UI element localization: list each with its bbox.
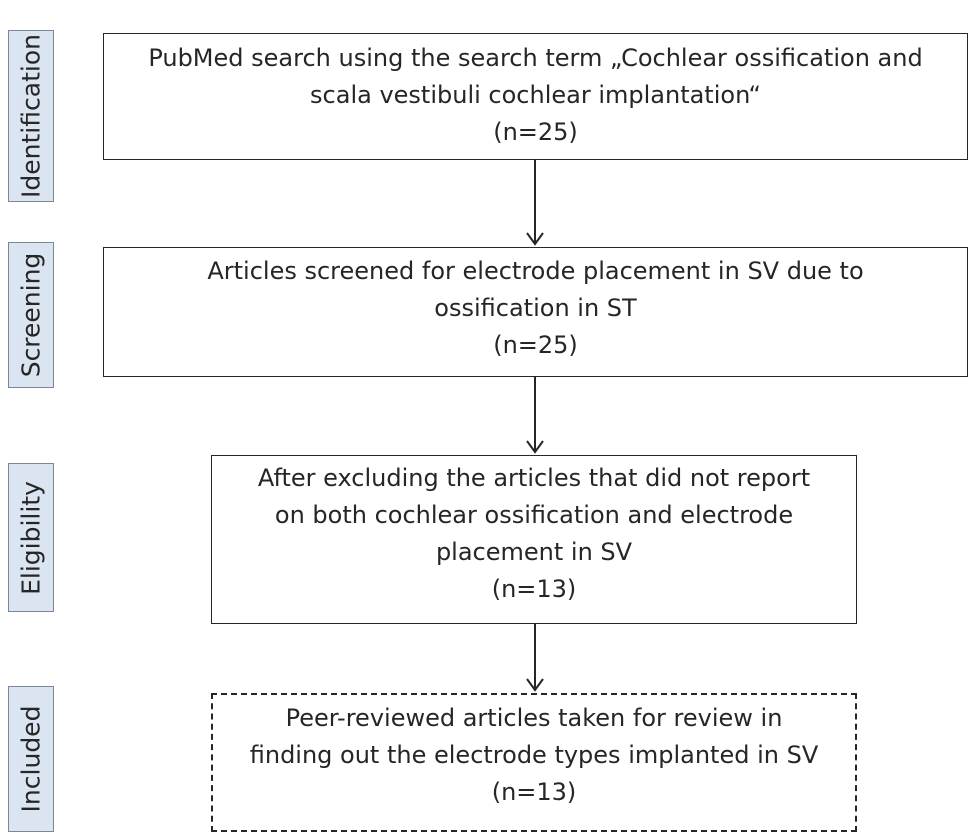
stage-identification: Identification — [8, 30, 54, 202]
eligibility-text-line3: placement in SV — [435, 538, 633, 566]
included-box: Peer-reviewed articles taken for review … — [211, 693, 857, 832]
identification-text-line1: PubMed search using the search term „Coc… — [148, 44, 923, 72]
arrow-screening-to-eligibility — [526, 377, 544, 454]
identification-text-line2: scala vestibuli cochlear implantation“ — [310, 81, 761, 109]
stage-screening: Screening — [8, 242, 54, 388]
identification-box: PubMed search using the search term „Coc… — [103, 33, 968, 160]
eligibility-count: (n=13) — [491, 575, 577, 603]
eligibility-text-line1: After excluding the articles that did no… — [257, 464, 811, 492]
identification-count: (n=25) — [493, 118, 578, 146]
eligibility-text-line2: on both cochlear ossification and electr… — [274, 501, 794, 529]
eligibility-box: After excluding the articles that did no… — [211, 455, 857, 624]
stage-included: Included — [8, 686, 54, 832]
arrow-eligibility-to-included — [526, 624, 544, 692]
screening-text-line1: Articles screened for electrode placemen… — [207, 257, 864, 285]
arrow-identification-to-screening — [526, 160, 544, 246]
included-text-line1: Peer-reviewed articles taken for review … — [285, 704, 783, 732]
included-text-line2: finding out the electrode types implante… — [249, 741, 819, 769]
screening-text-line2: ossification in ST — [434, 294, 637, 322]
screening-box: Articles screened for electrode placemen… — [103, 247, 968, 377]
stage-eligibility: Eligibility — [8, 463, 54, 612]
included-count: (n=13) — [491, 778, 577, 806]
screening-count: (n=25) — [493, 331, 578, 359]
